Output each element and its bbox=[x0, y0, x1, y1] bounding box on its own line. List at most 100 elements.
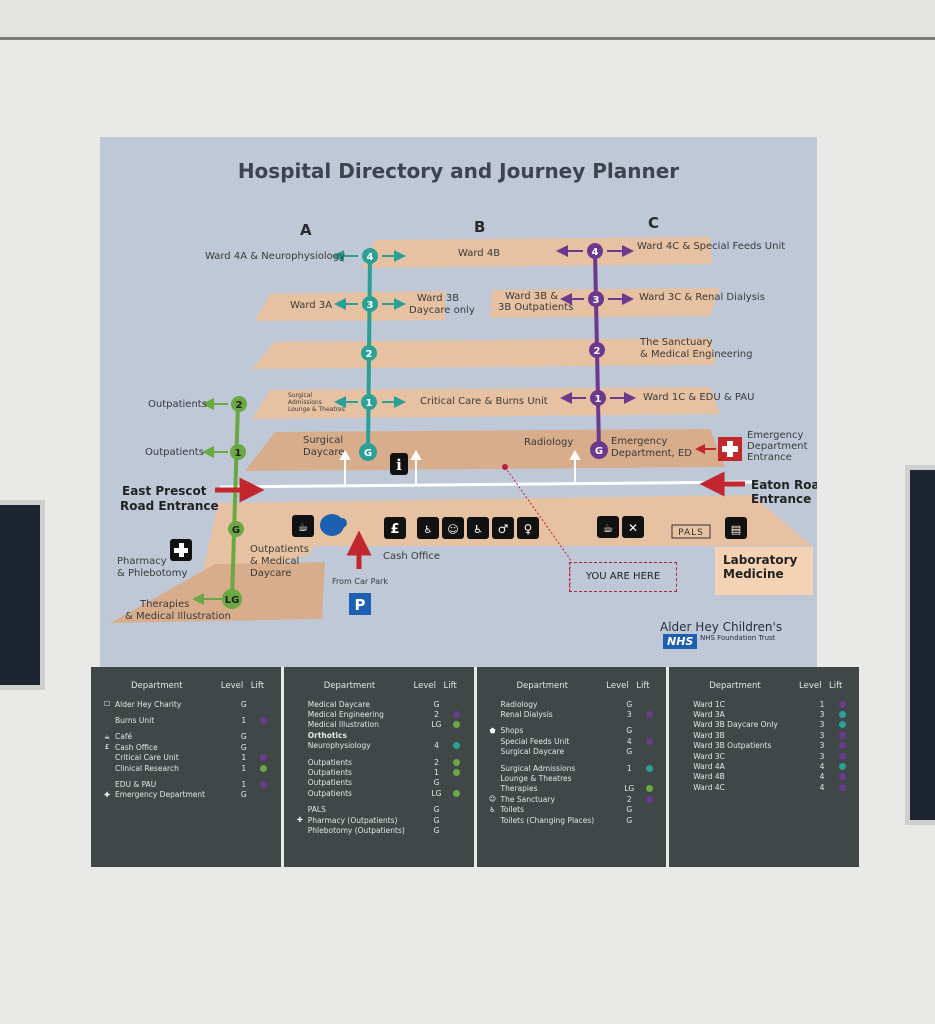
directory-row: Phlebotomy (Outpatients)G bbox=[294, 825, 466, 835]
svg-text:P: P bbox=[355, 596, 366, 614]
svg-text:☕: ☕ bbox=[603, 521, 614, 535]
parking-icon: P bbox=[349, 593, 371, 615]
department-name: Clinical Research bbox=[115, 763, 179, 773]
lift-teal-g-node: G bbox=[359, 443, 377, 461]
lift-purple-dot bbox=[838, 752, 846, 760]
department-level: 1 bbox=[241, 780, 247, 790]
department-level: 3 bbox=[819, 741, 825, 751]
label-surgical: Surgical bbox=[288, 392, 312, 399]
department-lift bbox=[448, 769, 466, 777]
label-surgical-daycare-1: Surgical bbox=[303, 435, 343, 446]
toilet-icon: ♿ bbox=[489, 805, 496, 814]
department-lift bbox=[833, 752, 851, 760]
svg-text:▤: ▤ bbox=[731, 523, 741, 536]
department-name: Ward 4B bbox=[693, 772, 725, 782]
department-lift bbox=[833, 711, 851, 719]
svg-text:2: 2 bbox=[366, 349, 373, 360]
department-name: Toilets bbox=[500, 805, 525, 815]
department-lift bbox=[640, 737, 658, 745]
department-lift bbox=[448, 758, 466, 766]
department-name: Therapies bbox=[500, 784, 538, 794]
label-3b-outpatients: 3B Outpatients bbox=[498, 302, 573, 313]
label-east-prescot-2: Road Entrance bbox=[120, 499, 219, 513]
svg-text:1: 1 bbox=[366, 398, 373, 409]
department-lift bbox=[833, 700, 851, 708]
label-ed-2: Department, ED bbox=[611, 448, 692, 459]
department-name: Critical Care Unit bbox=[115, 753, 179, 763]
department-name: Medical Illustration bbox=[307, 720, 379, 730]
lift-purple-dot bbox=[453, 711, 460, 719]
header-level: Level bbox=[606, 681, 629, 691]
department-name: Outpatients bbox=[307, 788, 352, 798]
svg-text:3: 3 bbox=[593, 295, 600, 306]
shop-icon: ⬟ bbox=[489, 726, 496, 735]
department-level: 2 bbox=[434, 757, 439, 767]
department-level: G bbox=[240, 732, 247, 742]
department-level: G bbox=[433, 805, 440, 815]
lift-purple-2-node: 2 bbox=[589, 342, 605, 358]
directory-row: Orthotics bbox=[294, 730, 466, 740]
department-name: Orthotics bbox=[307, 730, 347, 740]
label-sanctuary: The Sanctuary bbox=[639, 337, 713, 348]
department-name: Shops bbox=[500, 726, 524, 736]
brand-name: Alder Hey Children's bbox=[660, 620, 783, 634]
svg-text:✕: ✕ bbox=[628, 521, 638, 535]
journey-map: A B C 2 1 G LG bbox=[110, 214, 817, 623]
label-outpatients-level-1: Outpatients bbox=[145, 447, 204, 458]
department-level: 1 bbox=[241, 763, 247, 773]
label-pharmacy-2: & Phlebotomy bbox=[117, 568, 188, 579]
pharmacy-cross-icon bbox=[170, 539, 192, 561]
svg-text:1: 1 bbox=[595, 394, 602, 405]
department-lift bbox=[640, 795, 658, 803]
toilets-accessible-icon: ♿ bbox=[417, 517, 439, 539]
header-lift: Lift bbox=[443, 681, 457, 691]
header-department: Department bbox=[323, 681, 376, 691]
floor-3-slab-c bbox=[490, 288, 720, 318]
department-name: Ward 4A bbox=[693, 762, 725, 772]
lift-purple-dot bbox=[838, 700, 846, 708]
department-lift bbox=[833, 731, 851, 739]
department-level: 2 bbox=[434, 710, 439, 720]
lift-teal-4-node: 4 bbox=[362, 248, 378, 264]
lift-green-1-node: 1 bbox=[230, 444, 246, 460]
label-critical-care: Critical Care & Burns Unit bbox=[420, 396, 548, 407]
directory-row: Clinical Research 1 bbox=[101, 763, 273, 773]
label-ward-3b-daycare: Daycare only bbox=[409, 305, 475, 316]
department-name: Ward 3C bbox=[693, 751, 725, 761]
svg-text:LG: LG bbox=[225, 595, 240, 606]
label-ward-3b-and: Ward 3B & bbox=[505, 291, 558, 302]
department-level: 1 bbox=[434, 768, 439, 778]
header-department: Department bbox=[516, 681, 568, 691]
window-left bbox=[0, 500, 45, 690]
header-lift: Lift bbox=[636, 681, 650, 691]
label-medical-engineering: & Medical Engineering bbox=[640, 349, 752, 360]
department-name: Outpatients bbox=[307, 778, 352, 788]
label-admissions: Admissions bbox=[288, 399, 322, 406]
department-name: Outpatients bbox=[307, 768, 352, 778]
cutlery-icon: ✕ bbox=[622, 516, 644, 538]
pals-box bbox=[671, 524, 711, 539]
department-level: 2 bbox=[626, 794, 632, 804]
label-ede-2: Department bbox=[747, 441, 808, 452]
lift-green-2-node: 2 bbox=[231, 396, 247, 412]
header-department: Department bbox=[131, 681, 183, 691]
you-are-here-pointer bbox=[504, 466, 571, 592]
department-name: The Sanctuary bbox=[500, 794, 555, 804]
cafe-icon: ☕ bbox=[292, 515, 314, 537]
window-right bbox=[905, 465, 935, 825]
department-name: Ward 4C bbox=[693, 782, 725, 792]
pound-icon: £ bbox=[104, 743, 110, 752]
